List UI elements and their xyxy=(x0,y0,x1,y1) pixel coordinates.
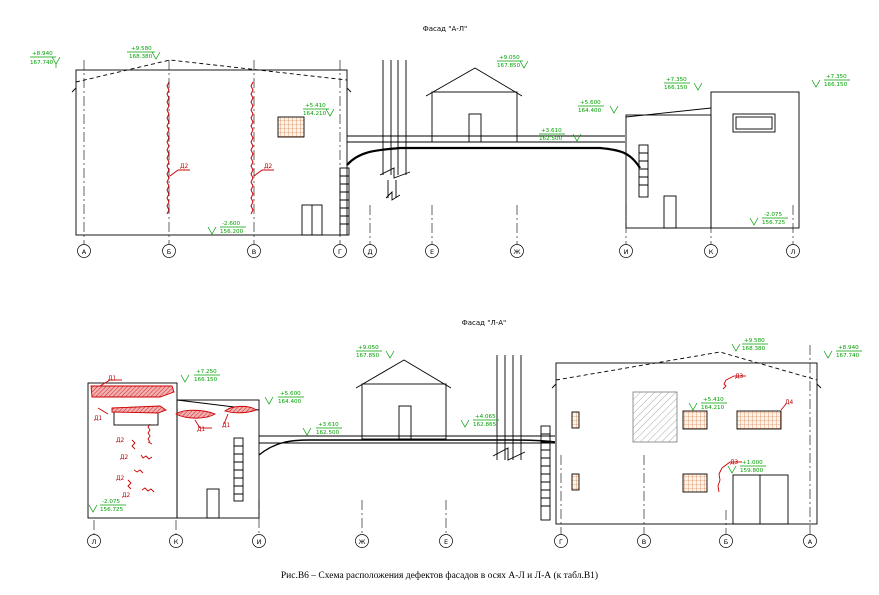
svg-text:164.210: 164.210 xyxy=(701,405,725,411)
svg-text:167.850: 167.850 xyxy=(356,353,380,359)
svg-text:Д1: Д1 xyxy=(94,416,103,422)
svg-text:167.740: 167.740 xyxy=(30,60,54,66)
axis-label: Д xyxy=(367,248,372,256)
axis-label: Ж xyxy=(358,538,365,546)
figure-caption: Рис.В6 – Схема расположения дефектов фас… xyxy=(280,571,599,581)
axis-label: И xyxy=(624,248,629,256)
axis-label: Г xyxy=(338,248,342,256)
axis-label: Л xyxy=(92,538,97,546)
crack-defect xyxy=(250,81,254,215)
crack-defect xyxy=(127,439,136,490)
top-defects xyxy=(166,81,274,215)
bottom-level-marks xyxy=(88,343,862,513)
defect-label: Д2 xyxy=(180,164,189,170)
spall-defect xyxy=(90,385,175,398)
svg-text:Д2: Д2 xyxy=(120,455,129,461)
svg-text:166.150: 166.150 xyxy=(194,377,218,383)
facade-a-l: Фасад "А-Л" xyxy=(71,25,800,236)
axis-label: Б xyxy=(724,538,728,546)
top-level-labels: +8.940 167.740 +9.580 168.380 +9.050 167… xyxy=(30,46,848,235)
top-axes xyxy=(83,60,794,244)
svg-text:159.800: 159.800 xyxy=(740,468,764,474)
svg-text:+5.410: +5.410 xyxy=(305,103,326,109)
svg-text:-2.075: -2.075 xyxy=(102,499,120,505)
svg-text:164.210: 164.210 xyxy=(303,111,327,117)
facade-title-bottom: Фасад "Л-А" xyxy=(462,319,507,327)
svg-text:+7.350: +7.350 xyxy=(826,74,847,80)
axis-label: И xyxy=(257,538,262,546)
axis-label: Г xyxy=(559,538,563,546)
svg-text:Д3: Д3 xyxy=(735,374,744,380)
svg-text:Д1: Д1 xyxy=(108,376,117,382)
svg-text:+9.580: +9.580 xyxy=(131,46,152,52)
svg-text:Д2: Д2 xyxy=(116,438,125,444)
svg-text:166.150: 166.150 xyxy=(824,82,848,88)
bottom-defect-labels: Д1 Д1 Д1 Д1 Д2 Д2 Д2 Д2 Д3 Д3 Д4 xyxy=(94,374,794,499)
facade-l-a: Фасад "Л-А" xyxy=(87,319,822,525)
svg-text:Д1: Д1 xyxy=(222,423,231,429)
svg-text:+8.940: +8.940 xyxy=(32,51,53,57)
svg-text:167.740: 167.740 xyxy=(836,353,860,359)
svg-text:162.500: 162.500 xyxy=(539,136,563,142)
bottom-axis-bubbles xyxy=(87,534,817,548)
svg-text:167.850: 167.850 xyxy=(497,63,521,69)
svg-text:-2.600: -2.600 xyxy=(222,221,240,227)
svg-text:+1.000: +1.000 xyxy=(742,460,763,466)
axis-label: К xyxy=(174,538,179,546)
svg-text:Д2: Д2 xyxy=(116,476,125,482)
spall-defect xyxy=(224,405,257,414)
top-axis-bubbles xyxy=(77,244,800,258)
svg-text:+9.050: +9.050 xyxy=(358,345,379,351)
spall-defect xyxy=(111,405,167,414)
svg-text:164.400: 164.400 xyxy=(278,399,302,405)
svg-text:164.400: 164.400 xyxy=(578,108,602,114)
svg-text:+7.350: +7.350 xyxy=(666,77,687,83)
svg-text:Д2: Д2 xyxy=(122,493,131,499)
svg-text:168.380: 168.380 xyxy=(742,346,766,352)
svg-text:+3.610: +3.610 xyxy=(541,128,562,134)
spall-defect xyxy=(175,409,217,419)
top-level-marks xyxy=(30,51,850,235)
bottom-level-labels: +7.250 166.150 +5.600 164.400 +9.050 167… xyxy=(100,338,860,513)
axis-label: В xyxy=(252,248,256,256)
svg-text:+4.065: +4.065 xyxy=(475,414,496,420)
svg-text:156.200: 156.200 xyxy=(220,229,244,235)
bottom-axes xyxy=(93,345,811,534)
facade-title-top: Фасад "А-Л" xyxy=(423,25,468,33)
svg-text:+9.050: +9.050 xyxy=(499,55,520,61)
crack-defect xyxy=(717,379,727,493)
axis-label: А xyxy=(82,248,87,256)
axis-label: К xyxy=(709,248,714,256)
crack-defect xyxy=(166,81,170,215)
svg-text:+9.580: +9.580 xyxy=(744,338,765,344)
crack-defect xyxy=(133,423,155,493)
bottom-defects xyxy=(90,375,787,493)
svg-text:-2.075: -2.075 xyxy=(764,212,782,218)
svg-text:162.865: 162.865 xyxy=(473,422,497,428)
svg-text:+5.410: +5.410 xyxy=(703,397,724,403)
axis-label: Б xyxy=(167,248,171,256)
svg-text:Д3: Д3 xyxy=(730,460,739,466)
defect-label: Д2 xyxy=(264,164,273,170)
svg-text:166.150: 166.150 xyxy=(664,85,688,91)
svg-text:+7.250: +7.250 xyxy=(196,369,217,375)
svg-text:156.725: 156.725 xyxy=(100,507,124,513)
svg-text:156.725: 156.725 xyxy=(762,220,786,226)
axis-label: Е xyxy=(430,248,434,256)
svg-text:Д4: Д4 xyxy=(785,400,794,406)
svg-text:+3.610: +3.610 xyxy=(318,422,339,428)
svg-text:168.380: 168.380 xyxy=(129,54,153,60)
svg-text:+8.940: +8.940 xyxy=(838,345,859,351)
svg-text:+5.600: +5.600 xyxy=(580,100,601,106)
svg-text:Д1: Д1 xyxy=(197,427,206,433)
axis-label: В xyxy=(642,538,646,546)
axis-label: Е xyxy=(444,538,448,546)
axis-label: Л xyxy=(791,248,796,256)
svg-text:162.500: 162.500 xyxy=(316,430,340,436)
axis-label: Ж xyxy=(513,248,520,256)
axis-label: А xyxy=(808,538,813,546)
svg-text:+5.600: +5.600 xyxy=(280,391,301,397)
